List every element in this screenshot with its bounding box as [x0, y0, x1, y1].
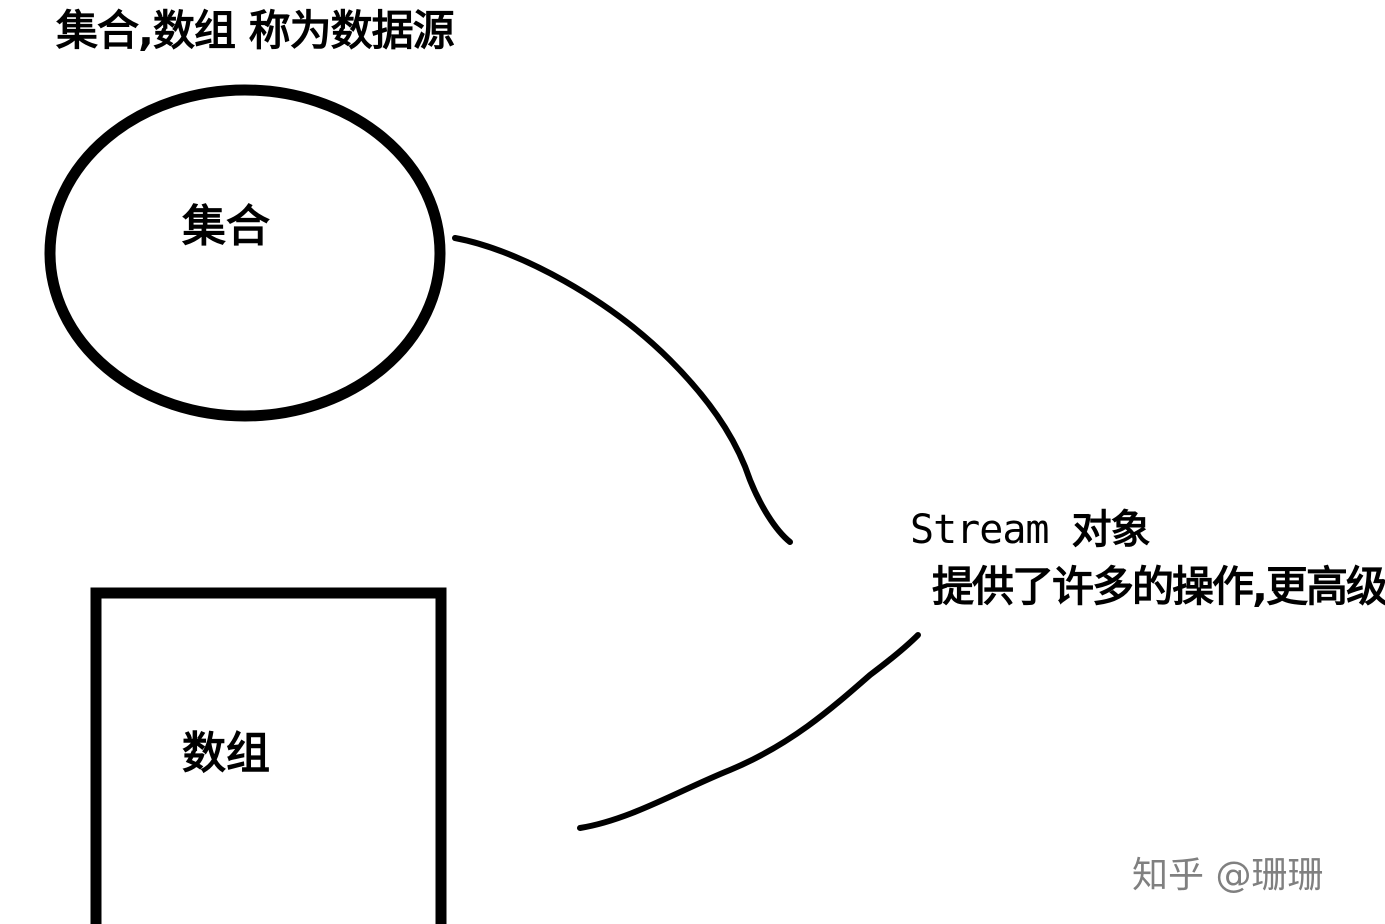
set-ellipse	[44, 84, 446, 422]
stream-object-label: Stream 对象	[910, 507, 1151, 553]
array-rectangle	[90, 587, 447, 924]
zhihu-watermark: 知乎 @珊珊	[1132, 855, 1324, 896]
stream-object-word: 对象	[1071, 507, 1151, 553]
array-to-stream-curve	[577, 632, 921, 831]
set-to-stream-curve	[452, 235, 793, 545]
stream-name: Stream	[910, 507, 1049, 553]
set-node-label: 集合	[182, 201, 270, 252]
data-source-title: 集合,数组 称为数据源	[56, 6, 455, 55]
stream-description: 提供了许多的操作,更高级	[932, 562, 1385, 611]
array-node-label: 数组	[182, 728, 270, 779]
